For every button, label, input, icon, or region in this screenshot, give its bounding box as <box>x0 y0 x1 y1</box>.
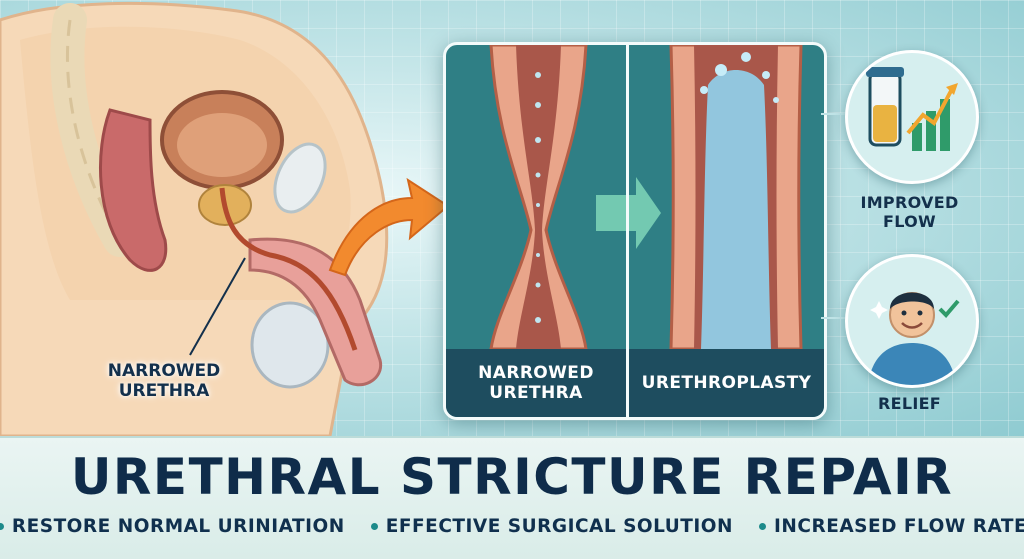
relief-badge <box>845 254 979 388</box>
bullet-dot-icon <box>759 523 766 530</box>
improved-flow-label: IMPROVED FLOW <box>860 193 959 231</box>
drip-drops <box>535 72 541 323</box>
check-icon <box>938 299 960 318</box>
bullet-dot-icon <box>370 523 378 530</box>
callout-line-1: NARROWED <box>107 361 221 381</box>
orange-arrow-icon <box>328 177 450 277</box>
water-stream <box>701 70 771 349</box>
improved-flow-badge <box>845 50 979 184</box>
narrowed-urethra-caption: NARROWED URETHRA <box>446 349 626 417</box>
callout-line-2: URETHRA <box>118 381 210 401</box>
bullet-item: EFFECTIVE SURGICAL SOLUTION <box>370 516 733 537</box>
testis <box>250 301 330 389</box>
penis <box>248 237 383 387</box>
caption-line-2: URETHRA <box>489 383 583 403</box>
flow-chart-icon <box>866 67 958 151</box>
page-title: URETHRAL STRICTURE REPAIR <box>70 448 954 506</box>
comparison-illustration <box>489 45 803 351</box>
sparkle-icon <box>870 301 888 319</box>
caption-line-1: NARROWED <box>478 363 594 383</box>
title-banner <box>0 436 1024 559</box>
urethroplasty-caption: URETHROPLASTY <box>629 349 824 417</box>
comparison-panel: NARROWED URETHRA URETHROPLASTY <box>443 42 827 420</box>
relief-label: RELIEF <box>877 394 942 413</box>
bullet-dot-icon <box>0 523 4 530</box>
urethra <box>219 187 358 351</box>
seminal-vesicle <box>273 142 327 214</box>
rectum <box>98 108 168 272</box>
smiling-person-icon <box>868 292 960 385</box>
anatomy-illustration <box>0 1 450 436</box>
bullet-item: RESTORE NORMAL URINIATION <box>0 516 345 537</box>
bullet-item: INCREASED FLOW RATE <box>759 516 1024 537</box>
benefit-bullets: RESTORE NORMAL URINIATION EFFECTIVE SURG… <box>0 516 1024 537</box>
narrowed-urethra-callout: NARROWED URETHRA <box>104 361 224 401</box>
